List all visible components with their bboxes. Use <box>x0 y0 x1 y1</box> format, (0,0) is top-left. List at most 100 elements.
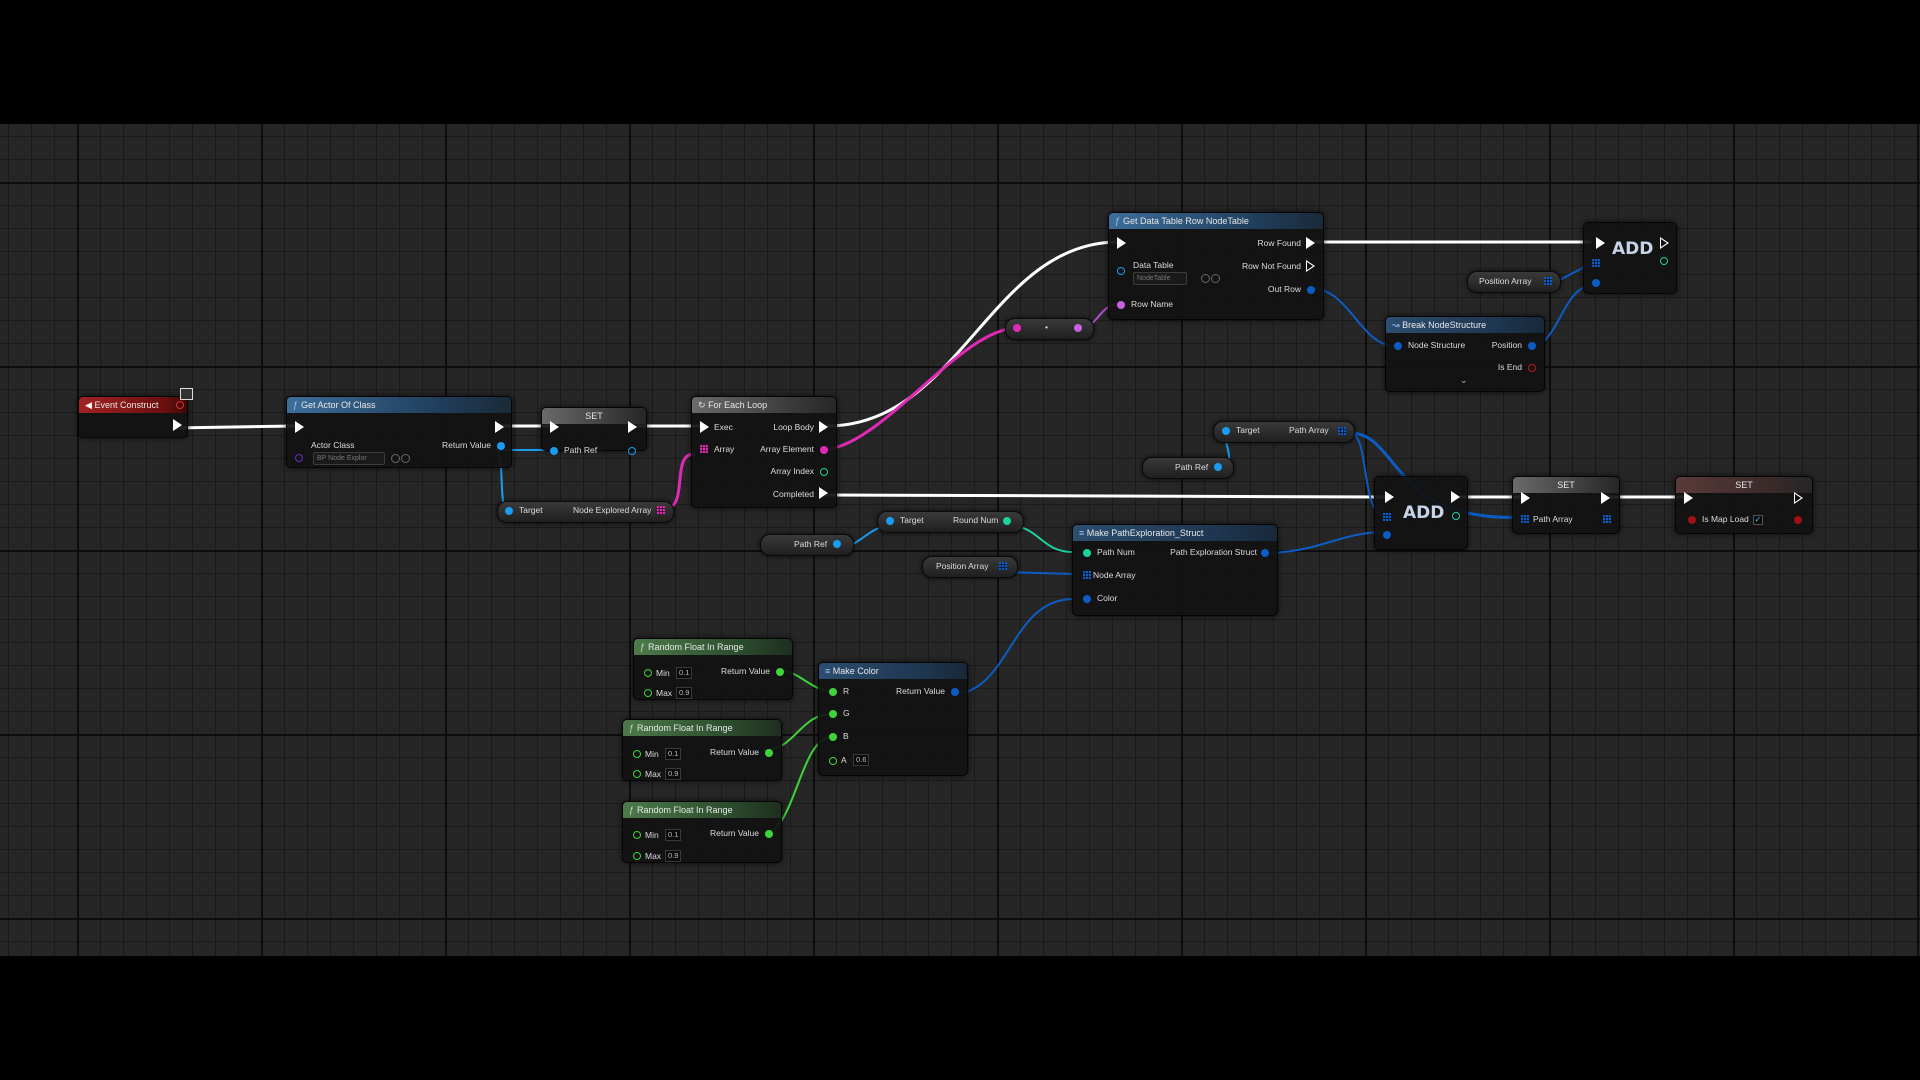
return-value-pin[interactable] <box>776 668 784 676</box>
exec-in-pin[interactable] <box>550 421 559 433</box>
a-input[interactable]: 0.6 <box>853 754 870 766</box>
is-map-load-checkbox[interactable]: ✓ <box>1753 515 1763 525</box>
item-pin[interactable] <box>1592 279 1600 287</box>
get-path-ref-node[interactable] <box>1142 457 1234 479</box>
node-structure-in-pin[interactable] <box>1394 342 1402 350</box>
b-pin[interactable] <box>829 733 837 741</box>
for-each-loop-node[interactable]: ↻ For Each Loop Exec Array Loop Body Arr… <box>691 396 837 508</box>
row-found-pin[interactable] <box>1306 237 1315 249</box>
min-input[interactable]: 0.1 <box>665 829 682 841</box>
min-input[interactable]: 0.1 <box>665 748 682 760</box>
array-add-node-top[interactable]: ADD <box>1583 222 1677 294</box>
color-pin[interactable] <box>1083 595 1091 603</box>
return-value-pin[interactable] <box>765 830 773 838</box>
max-input[interactable]: 0.9 <box>665 850 682 862</box>
target-in-pin[interactable] <box>886 517 894 525</box>
target-array-pin[interactable] <box>1592 259 1600 267</box>
exec-in-pin[interactable] <box>1596 237 1605 249</box>
row-name-pin[interactable] <box>1117 301 1125 309</box>
return-value-pin[interactable] <box>765 749 773 757</box>
round-num-out-pin[interactable] <box>1003 517 1011 525</box>
max-pin[interactable] <box>633 770 641 778</box>
get-node-explored-array-node[interactable] <box>497 501 674 523</box>
is-map-load-out-pin[interactable] <box>1794 516 1802 524</box>
path-ref-out-pin[interactable] <box>1214 463 1222 471</box>
is-map-load-in-pin[interactable] <box>1688 516 1696 524</box>
set-pathref-node[interactable]: SET Path Ref <box>541 407 647 455</box>
max-pin[interactable] <box>633 852 641 860</box>
loop-body-pin[interactable] <box>819 421 828 433</box>
exec-out-pin[interactable] <box>495 421 504 433</box>
target-in-pin[interactable] <box>1222 427 1230 435</box>
get-position-array-node-2[interactable] <box>922 556 1018 578</box>
exec-in-pin[interactable] <box>295 421 304 433</box>
max-pin[interactable] <box>644 689 652 697</box>
make-path-exploration-struct-node[interactable]: ≡ Make PathExploration_Struct Path Num N… <box>1072 524 1278 616</box>
min-pin[interactable] <box>633 750 641 758</box>
path-array-out-pin[interactable] <box>1603 515 1611 523</box>
use-selected-icon[interactable] <box>391 454 400 463</box>
use-selected-icon[interactable] <box>1201 274 1210 283</box>
exec-out-pin[interactable] <box>1794 492 1803 504</box>
exec-in-pin[interactable] <box>1385 491 1394 503</box>
return-value-pin[interactable] <box>951 688 959 696</box>
exec-out-pin[interactable] <box>628 421 637 433</box>
min-input[interactable]: 0.1 <box>676 667 693 679</box>
node-explored-array-pin[interactable] <box>657 506 665 514</box>
pathref-out-pin[interactable] <box>628 447 636 455</box>
delegate-pin[interactable] <box>176 401 184 409</box>
array-element-pin[interactable] <box>820 446 828 454</box>
actor-class-pin[interactable] <box>295 454 303 462</box>
node-array-pin[interactable] <box>1083 571 1091 579</box>
set-is-map-load-node[interactable]: SET Is Map Load ✓ <box>1675 476 1813 534</box>
exec-in-pin[interactable] <box>1684 492 1693 504</box>
set-path-array-node[interactable]: SET Path Array <box>1512 476 1620 534</box>
make-color-node[interactable]: ≡ Make Color R G B A 0.6 Return Value <box>818 662 968 776</box>
actor-class-dropdown[interactable]: BP Node Explor <box>313 452 385 465</box>
position-array-out-pin[interactable] <box>999 562 1007 570</box>
a-pin[interactable] <box>829 757 837 765</box>
is-end-pin[interactable] <box>1528 364 1536 372</box>
break-node-structure-node[interactable]: ↝ Break NodeStructure Node Structure Pos… <box>1385 316 1545 392</box>
target-array-pin[interactable] <box>1383 513 1391 521</box>
array-pin[interactable] <box>700 445 708 453</box>
exec-in-pin[interactable] <box>1521 492 1530 504</box>
index-out-pin[interactable] <box>1660 257 1668 265</box>
min-pin[interactable] <box>644 669 652 677</box>
pathref-in-pin[interactable] <box>550 447 558 455</box>
index-out-pin[interactable] <box>1452 512 1460 520</box>
path-array-in-pin[interactable] <box>1521 515 1529 523</box>
chevron-down-icon[interactable]: ⌄ <box>1460 375 1468 385</box>
max-input[interactable]: 0.9 <box>665 768 682 780</box>
exec-out-pin[interactable] <box>1660 237 1669 249</box>
g-pin[interactable] <box>829 710 837 718</box>
exec-out-pin[interactable] <box>1451 491 1460 503</box>
convert-in-pin[interactable] <box>1013 324 1021 332</box>
get-position-array-node[interactable] <box>1467 271 1561 293</box>
browse-icon[interactable] <box>1211 274 1220 283</box>
position-out-pin[interactable] <box>1528 342 1536 350</box>
event-construct-node[interactable]: ◀ Event Construct <box>78 396 188 438</box>
convert-node[interactable] <box>1005 318 1094 340</box>
max-input[interactable]: 0.9 <box>676 687 693 699</box>
exec-out-pin[interactable] <box>173 419 182 431</box>
exec-in-pin[interactable] <box>1117 237 1126 249</box>
data-table-dropdown[interactable]: NodeTable <box>1133 272 1187 285</box>
position-array-pin[interactable] <box>1544 277 1552 285</box>
row-not-found-pin[interactable] <box>1306 260 1315 272</box>
target-in-pin[interactable] <box>505 507 513 515</box>
return-value-pin[interactable] <box>497 442 505 450</box>
array-index-pin[interactable] <box>820 468 828 476</box>
get-path-ref-node-2[interactable] <box>760 534 854 556</box>
exec-out-pin[interactable] <box>1601 492 1610 504</box>
get-path-array-node[interactable] <box>1213 421 1355 443</box>
browse-icon[interactable] <box>401 454 410 463</box>
item-pin[interactable] <box>1383 531 1391 539</box>
min-pin[interactable] <box>633 831 641 839</box>
